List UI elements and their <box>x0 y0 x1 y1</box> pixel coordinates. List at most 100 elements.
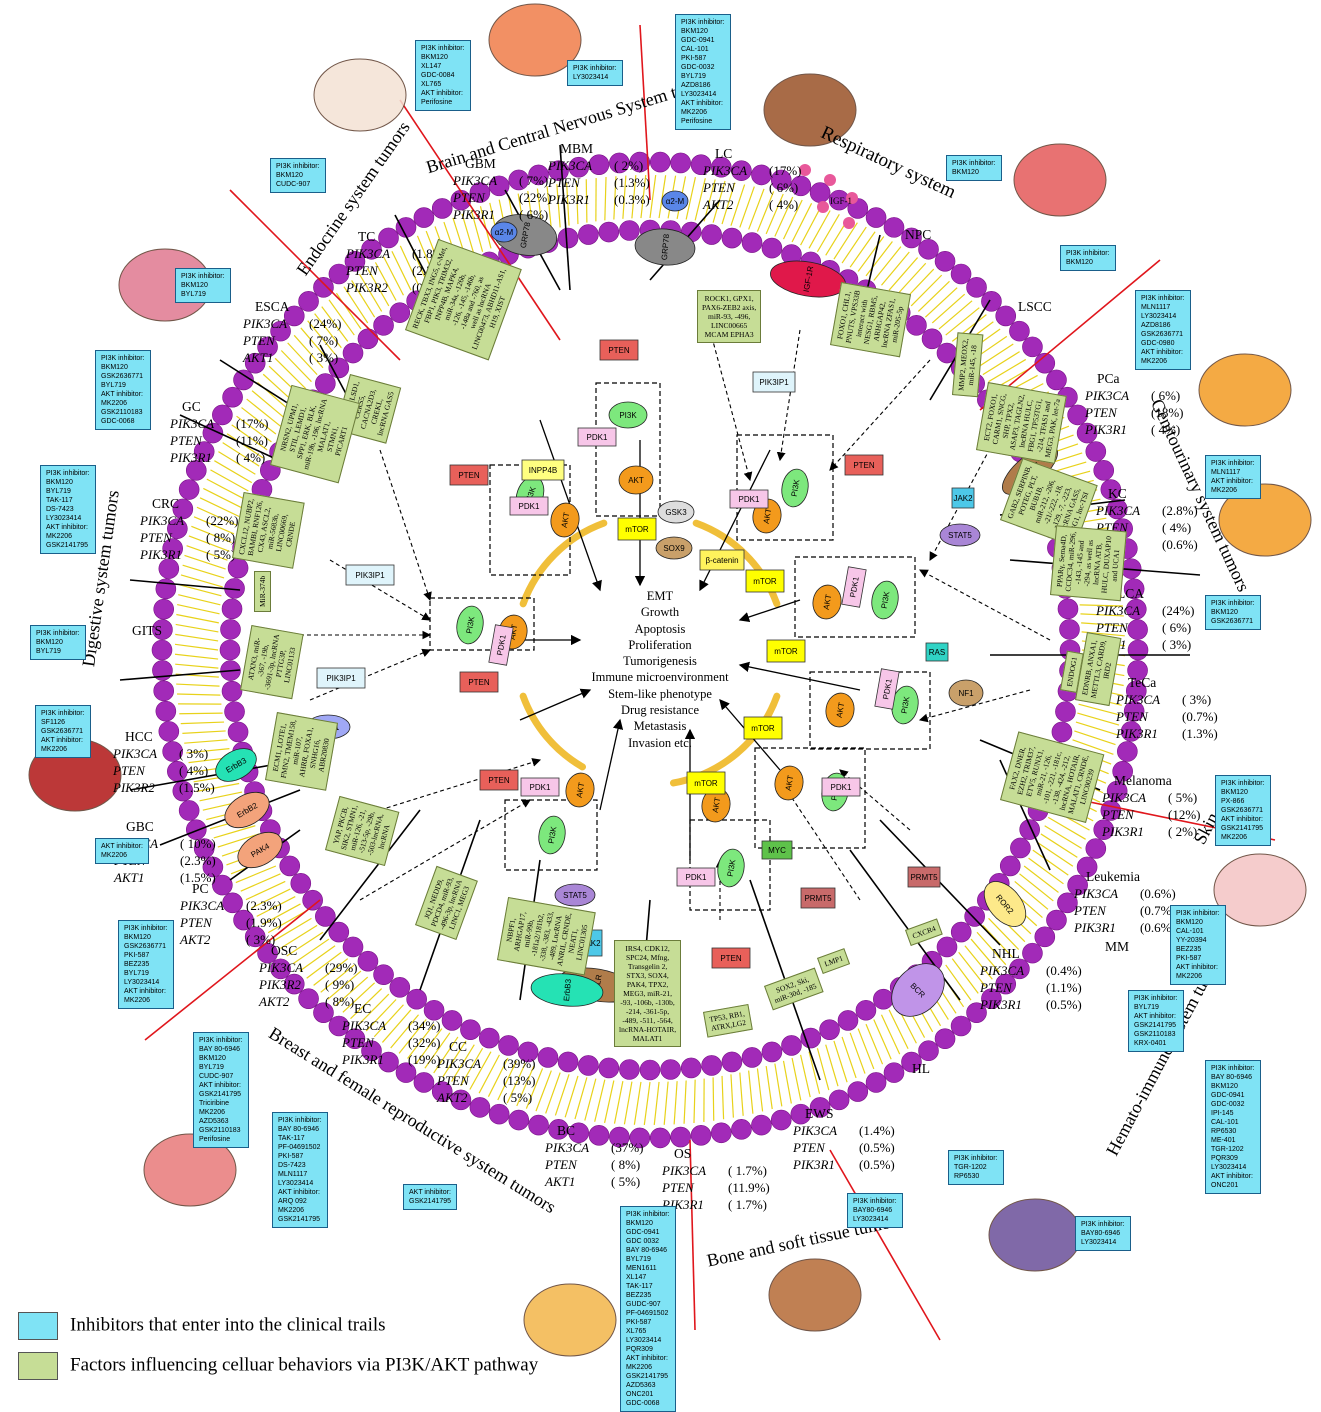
lipid-head <box>1000 856 1020 876</box>
mtor-box-label: mTOR <box>774 647 798 656</box>
gene-name: PIK3CA <box>140 512 206 529</box>
lipid-head <box>291 873 311 893</box>
mtor-box: mTOR <box>687 772 725 794</box>
sox9-node-label: SOX9 <box>663 544 685 553</box>
pdk1-box-label: PDK1 <box>519 502 540 511</box>
inhibitor-box: PI3K inhibitor: TGR-1202 RP6530 <box>948 1150 1004 1185</box>
lipid-head <box>315 374 335 394</box>
lipid-head <box>951 922 971 942</box>
gene-name: PIK3R2 <box>259 976 325 993</box>
factor-box: CXCL12, NUBP2, BAMBI, RNF126, CX43, ASCL… <box>232 492 305 569</box>
gene-name: PIK3R1 <box>548 191 614 208</box>
cancer-name: GBM <box>465 155 552 172</box>
prmt5-box: PRMT5 <box>908 867 940 887</box>
prmt5-box: PRMT5 <box>801 888 835 908</box>
gene-name: PIK3R1 <box>1085 421 1151 438</box>
lipid-head <box>884 1063 904 1083</box>
jak2-box: JAK2 <box>952 488 974 508</box>
gene-name: PTEN <box>1085 404 1151 421</box>
gene-frequency: ( 7%) <box>309 332 338 349</box>
gene-frequency: ( 3%) <box>179 745 208 762</box>
gene-frequency: (13%) <box>503 1072 536 1089</box>
cancer-name: ESCA <box>255 298 342 315</box>
lipid-head <box>414 208 434 228</box>
inhibitor-box: PI3K inhibitor: BKM120 BYL719 <box>175 268 231 303</box>
gene-name: PTEN <box>346 262 412 279</box>
bcatenin-box: β-catenin <box>700 550 744 570</box>
lipid-head <box>509 1110 529 1130</box>
gene-frequency: (37%) <box>611 1139 644 1156</box>
gene-frequency: (17%) <box>236 415 269 432</box>
label-mm: MM <box>1105 938 1129 955</box>
lipid-head <box>154 681 174 701</box>
gene-frequency: (1.4%) <box>859 1122 895 1139</box>
gene-frequency: ( 2%) <box>1168 823 1197 840</box>
gene-row: PTEN(1.9%) <box>180 914 282 931</box>
label-hl-text: HL <box>912 1061 930 1076</box>
gene-frequency: (1.3%) <box>1182 725 1218 742</box>
gene-row: PTEN(32%) <box>342 1034 441 1051</box>
outcome-arc <box>523 696 582 767</box>
outcome-item: Proliferation <box>575 637 745 653</box>
gene-name: PIK3R1 <box>140 546 206 563</box>
gene-row: PIK3CA(22%) <box>140 512 239 529</box>
lipid-head <box>771 1110 791 1130</box>
lipid-head <box>558 228 578 248</box>
gene-name: PTEN <box>113 762 179 779</box>
gene-frequency: ( 7%) <box>519 172 548 189</box>
gene-row: PIK3R1( 5%) <box>140 546 239 563</box>
legend-inhibitors: Inhibitors that enter into the clinical … <box>18 1312 386 1340</box>
lipid-head <box>951 1016 971 1036</box>
gene-frequency: ( 6%) <box>1151 387 1180 404</box>
gene-name: PIK3CA <box>170 415 236 432</box>
gene-row: PIK3CA( 7%) <box>453 172 552 189</box>
lipid-head <box>742 1047 762 1067</box>
gene-name: PTEN <box>437 1072 503 1089</box>
gene-row: PIK3R1( 4%) <box>170 449 269 466</box>
lipid-head <box>751 1115 771 1135</box>
inhibitor-box: PI3K inhibitor: BKM120 BYL719 TAK-117 DS… <box>40 465 96 554</box>
lipid-head <box>374 965 394 985</box>
gene-name: AKT1 <box>243 349 309 366</box>
lipid-head <box>967 277 987 297</box>
lipid-head <box>722 228 742 248</box>
gene-row: PTEN(12%) <box>1102 806 1201 823</box>
mtor-box: mTOR <box>744 717 782 739</box>
cancer-name: OS <box>674 1145 770 1162</box>
lipid-head <box>538 1047 558 1067</box>
gene-name: PTEN <box>703 179 769 196</box>
cancer-name: KC <box>1108 485 1198 502</box>
gene-row: PIK3R1( 6%) <box>453 206 552 223</box>
gene-row: PIK3R1(1.3%) <box>1116 725 1218 742</box>
gene-name: PTEN <box>1074 902 1140 919</box>
lipid-head <box>1094 460 1114 480</box>
factor-box: MMP2, MEOX2, miR-145, -18 <box>952 333 983 398</box>
inhibitor-box: PI3K inhibitor: BKM120 GDC-0941 CAL-101 … <box>675 14 731 130</box>
lipid-head <box>691 1125 711 1145</box>
mtor-box: mTOR <box>618 518 656 540</box>
cancer-name: HCC <box>125 728 215 745</box>
gene-row: PIK3R1(0.3%) <box>548 191 650 208</box>
gene-name: PTEN <box>243 332 309 349</box>
gene-frequency: (0.6%) <box>1140 885 1176 902</box>
dashed-arrow <box>780 330 800 460</box>
inhibitor-box: AKT inhibitor: MK2206 <box>95 838 149 864</box>
lipid-head <box>222 599 242 619</box>
pdk1-box-label: PDK1 <box>530 783 551 792</box>
gene-name: PIK3CA <box>1102 789 1168 806</box>
lipid-head <box>810 183 830 203</box>
inhibitor-box: PI3K inhibitor: MLN1117 LY3023414 AZD818… <box>1135 290 1191 370</box>
gene-row: PTEN(11%) <box>170 432 269 449</box>
organ-illustration <box>1199 354 1291 426</box>
pten-box-label: PTEN <box>458 471 480 480</box>
inpp4b-box-label: INPP4B <box>529 466 557 475</box>
lipid-head <box>856 1000 876 1020</box>
stat5-node-label: STAT5 <box>563 891 587 900</box>
gene-frequency: ( 8%) <box>206 529 235 546</box>
nf1-node: NF1 <box>949 680 983 706</box>
gene-frequency: (2.8%) <box>1162 502 1198 519</box>
organ-illustration <box>989 1199 1081 1271</box>
